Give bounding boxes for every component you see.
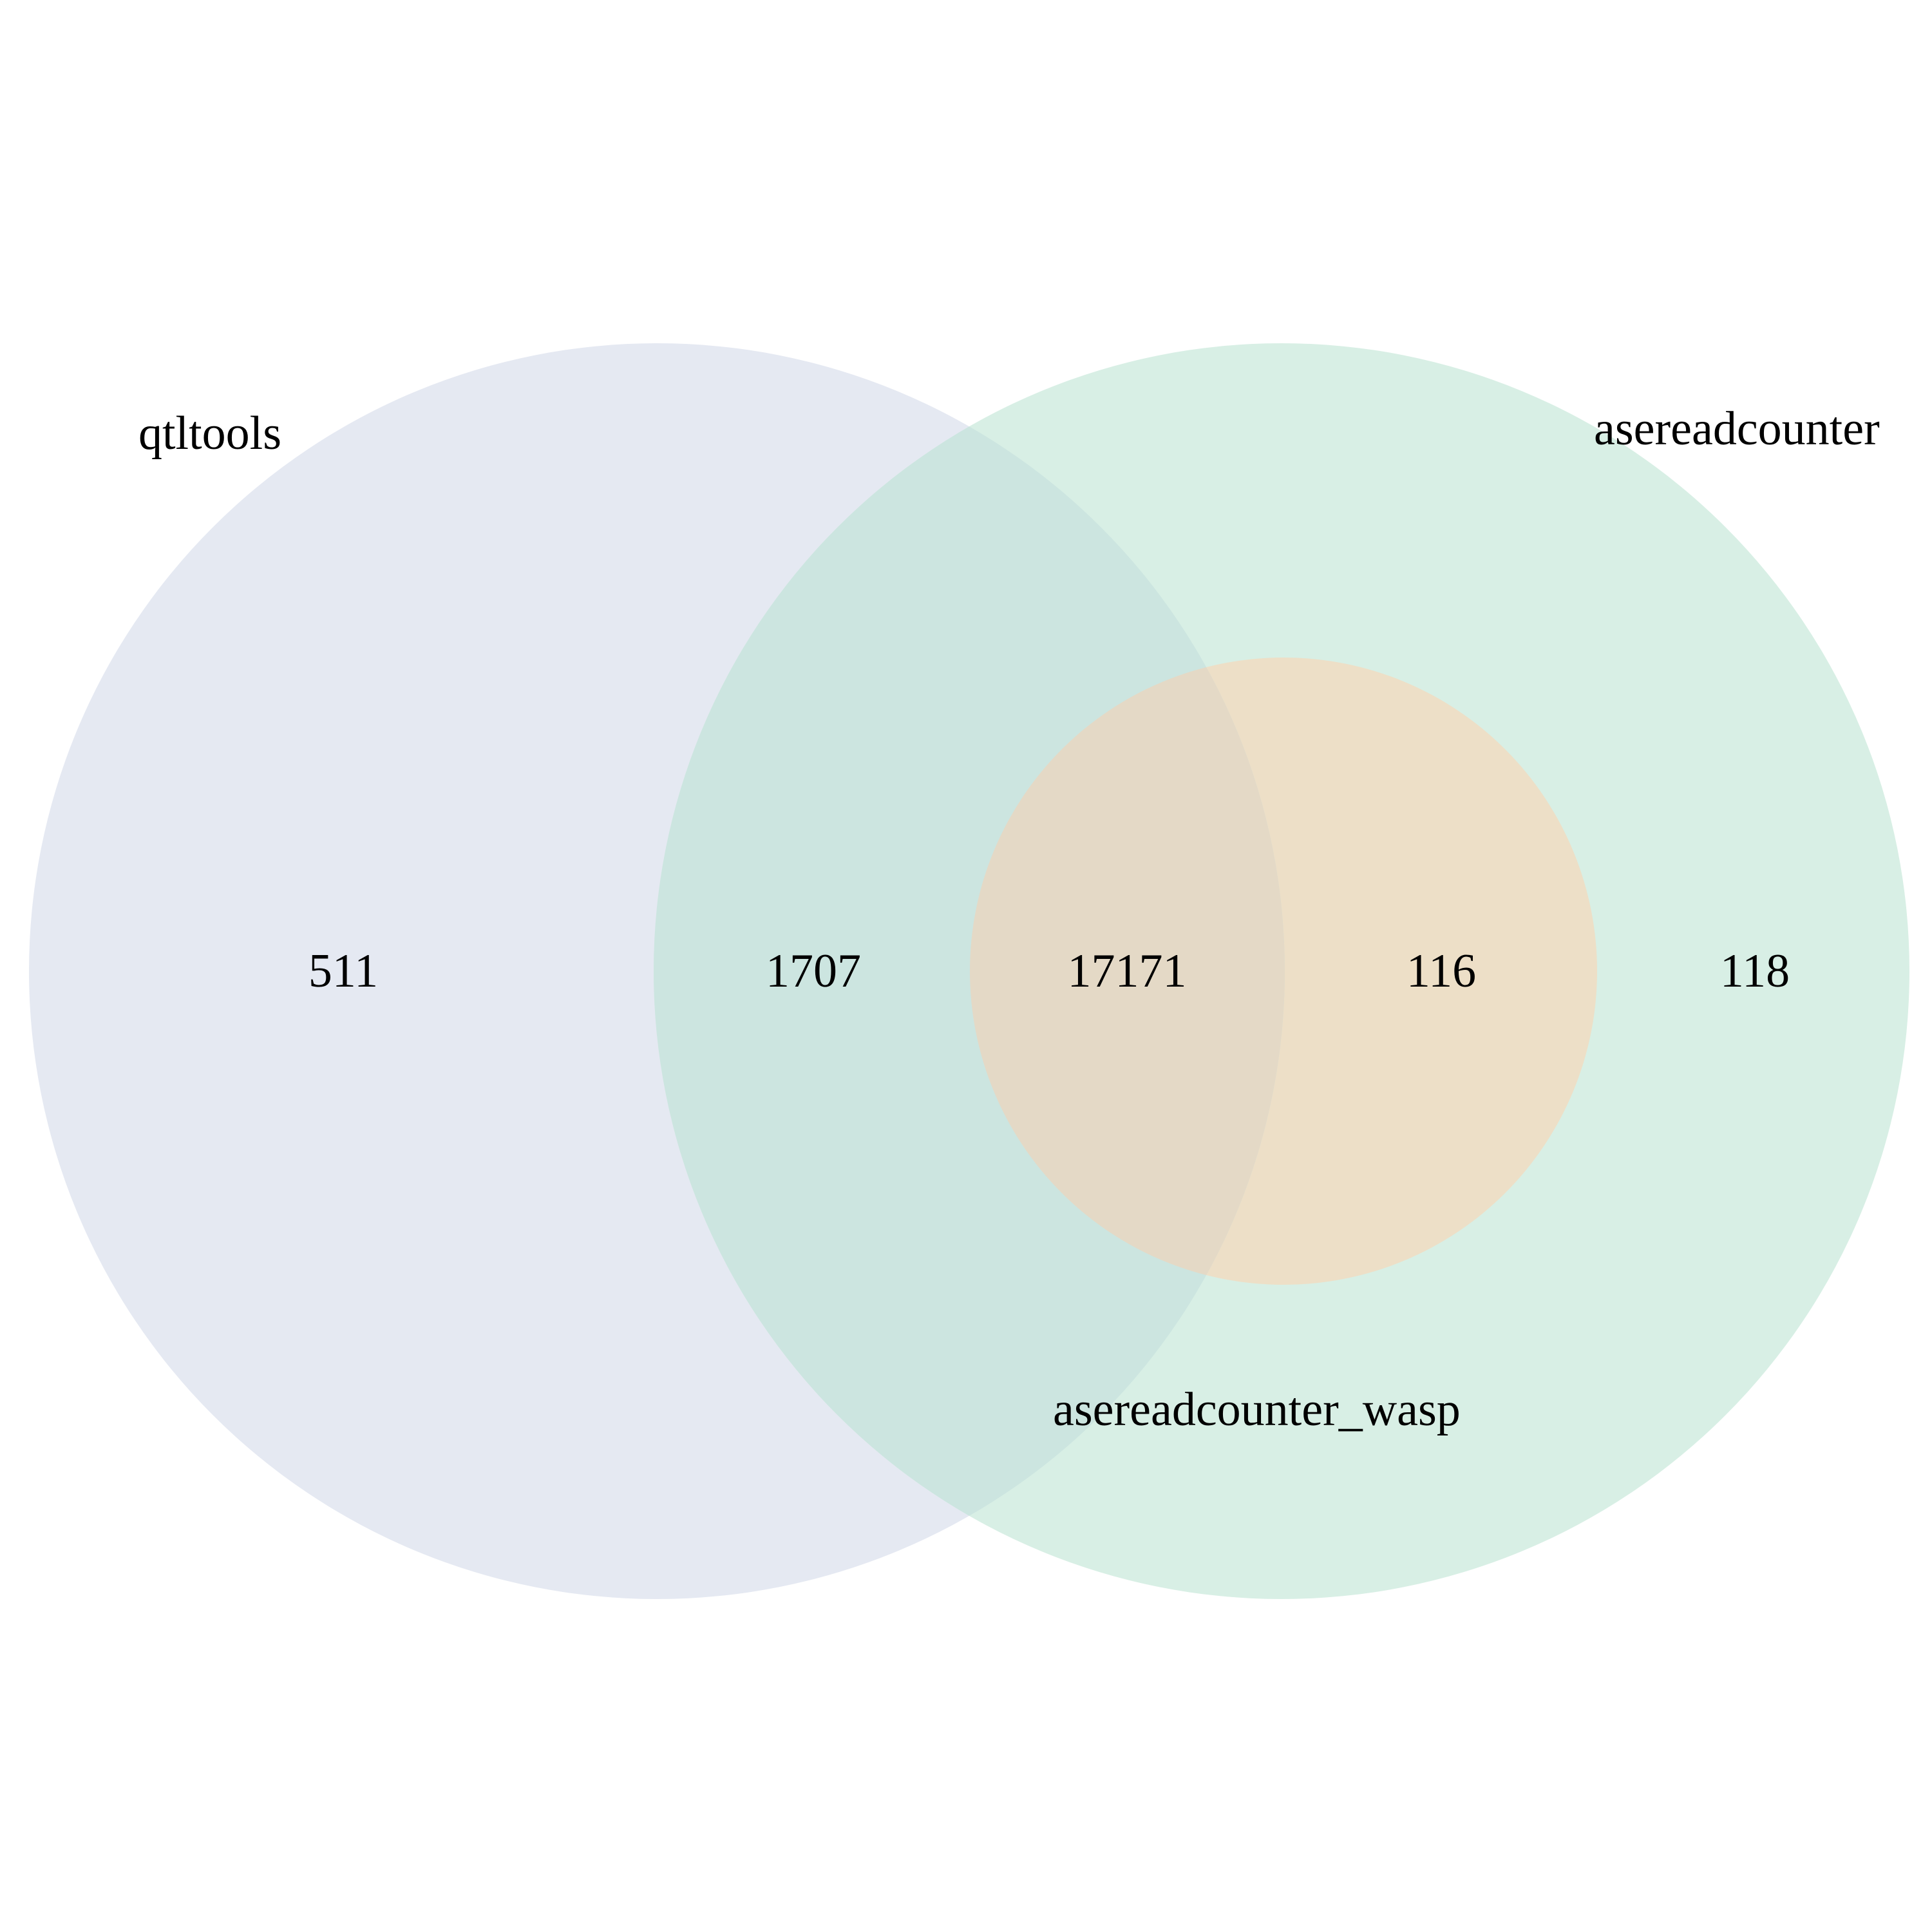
region-count-all-three: 17171 [1068, 945, 1187, 998]
region-count-asereadcounter-only: 118 [1720, 945, 1790, 998]
all-three-overlap [970, 658, 1285, 1285]
region-count-asereadcounter-wasp: 116 [1406, 945, 1476, 998]
region-count-qtltools-only: 511 [308, 945, 378, 998]
asereadcounter-wasp-label: asereadcounter_wasp [1053, 1383, 1461, 1436]
region-count-qtltools-asereadcounter: 1707 [766, 945, 861, 998]
qtltools-label: qtltools [138, 407, 281, 460]
asereadcounter-label: asereadcounter [1594, 402, 1880, 455]
